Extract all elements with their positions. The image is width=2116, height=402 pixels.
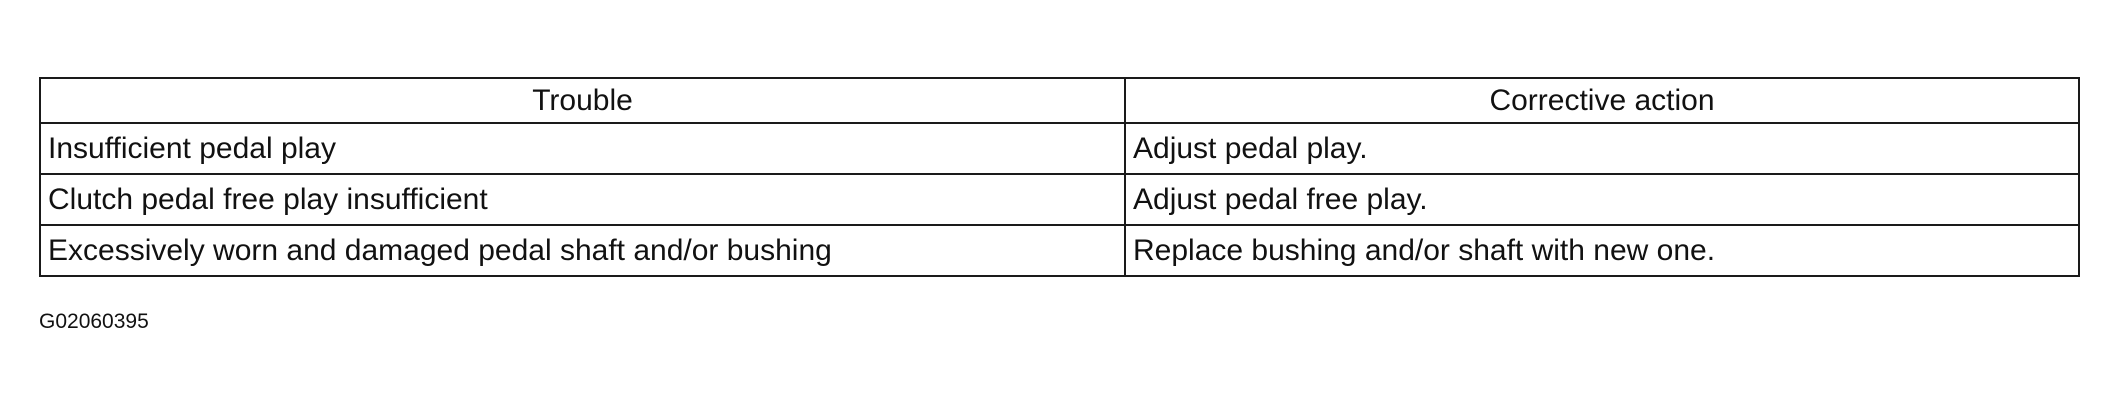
table-row: Excessively worn and damaged pedal shaft… xyxy=(39,224,2080,277)
corrective-action-cell: Adjust pedal free play. xyxy=(1124,173,2080,226)
trouble-cell: Insufficient pedal play xyxy=(39,122,1126,175)
header-corrective-action: Corrective action xyxy=(1124,77,2080,124)
trouble-cell: Clutch pedal free play insufficient xyxy=(39,173,1126,226)
header-trouble: Trouble xyxy=(39,77,1126,124)
table-header-row: Trouble Corrective action xyxy=(39,77,2080,124)
table-row: Insufficient pedal play Adjust pedal pla… xyxy=(39,122,2080,175)
troubleshooting-table: Trouble Corrective action Insufficient p… xyxy=(39,77,2080,277)
trouble-cell: Excessively worn and damaged pedal shaft… xyxy=(39,224,1126,277)
table-row: Clutch pedal free play insufficient Adju… xyxy=(39,173,2080,226)
figure-id-label: G02060395 xyxy=(39,310,149,333)
troubleshooting-table-container: Trouble Corrective action Insufficient p… xyxy=(39,77,2080,277)
corrective-action-cell: Replace bushing and/or shaft with new on… xyxy=(1124,224,2080,277)
corrective-action-cell: Adjust pedal play. xyxy=(1124,122,2080,175)
